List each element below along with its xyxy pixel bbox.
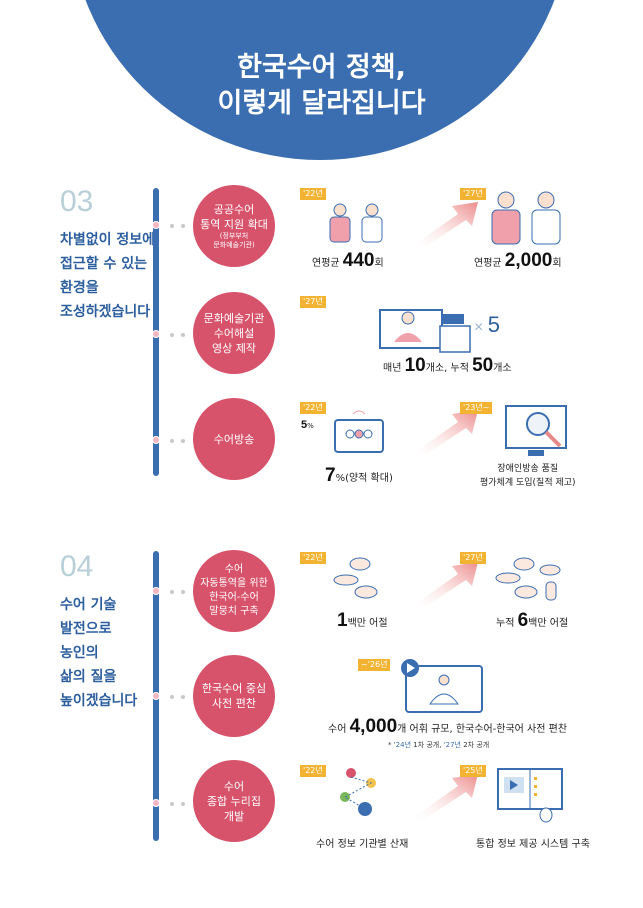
footnote: * '24년 1차 공개, '27년 2차 공개 — [388, 741, 490, 749]
year-badge: '22년 — [300, 188, 326, 200]
stat-2022: 수어 정보 기관별 산재 — [316, 839, 409, 850]
page-title: 한국수어 정책,이렇게 달라집니다 — [217, 52, 426, 119]
growth-arrow-icon — [410, 410, 478, 458]
scattered-locations-icon — [340, 768, 376, 816]
year-badge: '27년 — [300, 296, 326, 308]
video-institution-icon — [379, 309, 471, 353]
sign-hands-icon — [495, 557, 561, 601]
stat-2022: 연평균 440회 — [312, 250, 384, 271]
timeline-dot — [152, 330, 160, 338]
stat-small: 5% — [301, 419, 314, 431]
interpreter-icon — [491, 191, 561, 245]
integrated-system-icon — [497, 768, 563, 823]
year-badge: '22년 — [300, 765, 326, 777]
section-number: 04 — [60, 550, 94, 583]
year-badge: '25년 — [460, 765, 486, 777]
stat-2027: 누적 6백만 어절 — [496, 610, 569, 631]
year-badge: '22년 — [300, 552, 326, 564]
stat-2025: 통합 정보 제공 시스템 구축 — [476, 839, 590, 850]
year-badge: '27년 — [460, 552, 486, 564]
timeline-dot — [152, 799, 160, 807]
timeline-dot — [152, 587, 160, 595]
stat-2022: 1백만 어절 — [337, 610, 388, 631]
timeline-dot — [152, 221, 160, 229]
stat-2027: 연평균 2,000회 — [474, 250, 562, 271]
stat-2022: 7%(양적 확대) — [325, 465, 393, 486]
stat-dictionary: 수어 4,000개 어휘 규모, 한국수어-한국어 사전 편찬 — [328, 716, 568, 737]
year-badge: '23년~ — [460, 402, 493, 414]
timeline-dot — [152, 692, 160, 700]
timeline-dot — [152, 436, 160, 444]
policy-circle-broadcast: 수어방송 — [193, 398, 275, 480]
section-number: 03 — [60, 185, 94, 218]
interpreter-icon — [329, 203, 383, 243]
dictionary-video-icon — [401, 659, 483, 713]
broadcast-tablet-icon — [334, 410, 384, 453]
quality-monitor-icon — [505, 405, 567, 456]
year-badge: '27년 — [460, 188, 486, 200]
stat-2027: 매년 10개소, 누적 50개소 — [383, 355, 512, 376]
growth-arrow-icon — [410, 774, 478, 822]
growth-arrow-icon — [410, 562, 478, 610]
growth-arrow-icon — [410, 202, 478, 250]
year-badge: ~'26년 — [358, 659, 391, 671]
year-badge: '22년 — [300, 402, 326, 414]
sign-hands-icon — [333, 557, 378, 599]
multiplier: × 5 — [474, 312, 501, 337]
